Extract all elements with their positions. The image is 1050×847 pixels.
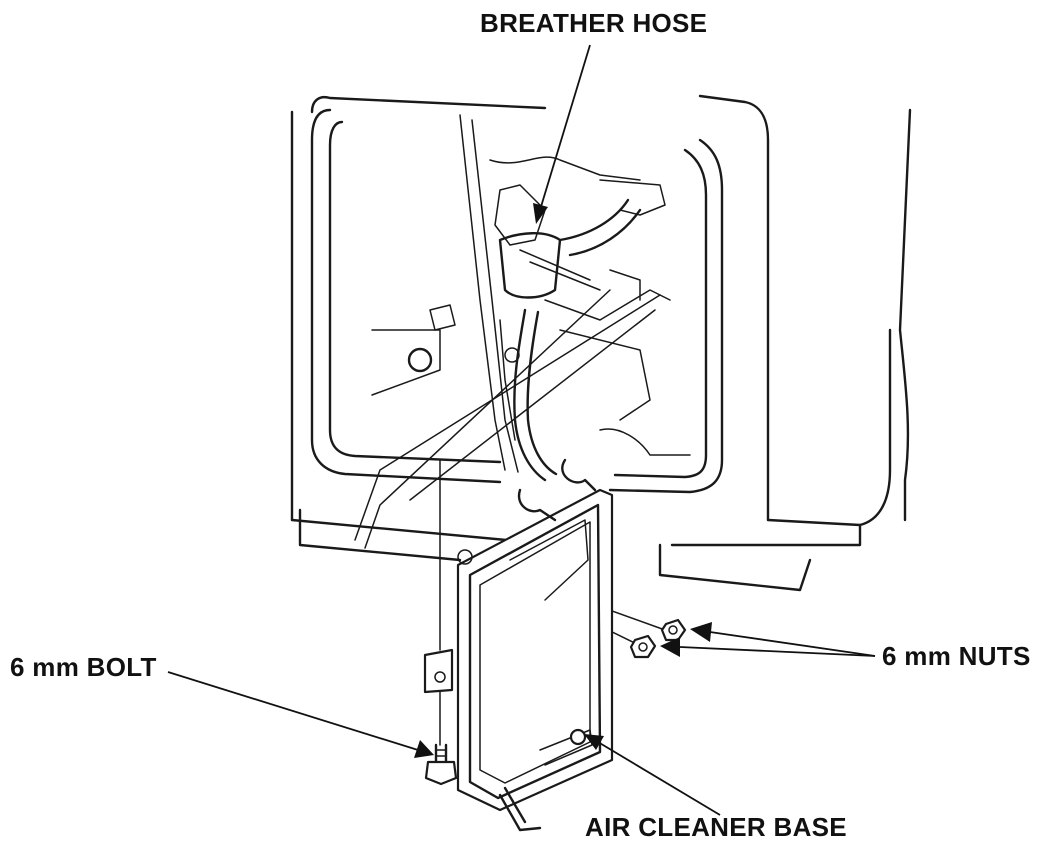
engine-internals (429, 114, 691, 473)
base-screw (569, 728, 587, 746)
frame-tube (310, 108, 724, 494)
mount-bracket (423, 648, 454, 694)
air-cleaner-base-part (456, 458, 614, 832)
breather-hose-label: BREATHER HOSE (480, 8, 708, 38)
bolt-label: 6 mm BOLT (10, 652, 157, 682)
nuts-6mm (629, 618, 687, 659)
nuts-label: 6 mm NUTS (882, 641, 1031, 671)
generator-frame (290, 94, 912, 592)
leader-lines (167, 44, 876, 816)
air-cleaner-base-label: AIR CLEANER BASE (585, 812, 847, 842)
breather-hose (513, 308, 558, 482)
bolt-6mm (424, 743, 458, 786)
